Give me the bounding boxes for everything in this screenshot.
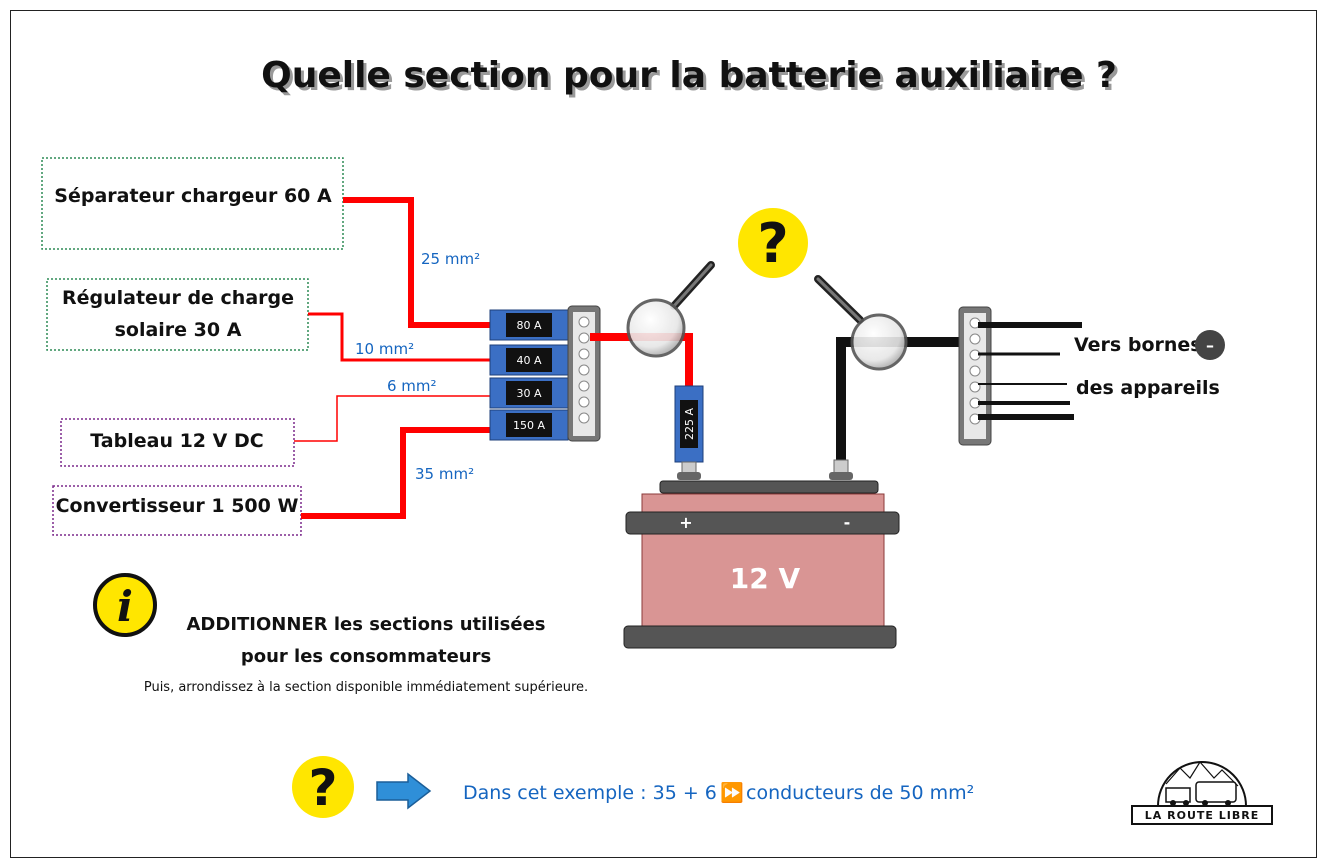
- fuse-30: 30 A: [489, 377, 569, 409]
- solar-regulator-box: [46, 278, 309, 351]
- fuse-150-label: 150 A: [513, 419, 545, 432]
- solar-regulator-label-line2: solaire 30 A: [115, 319, 242, 341]
- wire-converter: [301, 427, 490, 519]
- converter-label: Convertisseur 1 500 W: [56, 495, 299, 517]
- negative-busbar: [958, 306, 992, 446]
- battery-voltage: 12 V: [730, 562, 801, 595]
- separator-charger-box: [41, 157, 344, 250]
- minus-badge-symbol: –: [1206, 336, 1214, 355]
- fuse-80: 80 A: [489, 309, 569, 341]
- wire-main-negative: [836, 337, 980, 462]
- negative-text-line2: des appareils: [1076, 377, 1220, 399]
- question-mark-icon: ?: [738, 208, 808, 278]
- main-fuse-label: 225 A: [683, 408, 696, 440]
- question-mark-glyph: ?: [757, 212, 788, 275]
- info-icon: i: [93, 573, 157, 637]
- fuse-30-label: 30 A: [516, 387, 541, 400]
- fuse-80-label: 80 A: [516, 319, 541, 332]
- wire-main-positive: [590, 333, 693, 388]
- solar-regulator-label-line1: Régulateur de charge: [62, 287, 294, 309]
- bottom-question-mark-glyph: ?: [308, 759, 337, 817]
- wire-solar: [308, 312, 490, 362]
- separator-charger-label: Séparateur chargeur 60 A: [54, 185, 332, 207]
- example-prefix: Dans cet exemple : 35 + 6: [463, 782, 717, 804]
- note-line2: pour les consommateurs: [241, 646, 491, 667]
- note-line3: Puis, arrondissez à la section disponibl…: [144, 680, 588, 695]
- page-title-shadow: Quelle section pour la batterie auxiliai…: [264, 58, 1120, 99]
- magnifier-right-icon: [814, 275, 908, 371]
- section-label-10: 10 mm²: [355, 340, 414, 358]
- fuse-40: 40 A: [489, 344, 569, 376]
- section-label-35: 35 mm²: [415, 465, 474, 483]
- main-fuse: 225 A: [674, 385, 704, 463]
- battery-minus: -: [844, 513, 851, 532]
- fuse-40-label: 40 A: [516, 354, 541, 367]
- section-label-25: 25 mm²: [421, 250, 480, 268]
- diagram-frame: [10, 10, 1317, 858]
- battery: + - 12 V: [623, 480, 900, 649]
- right-arrow-icon: [376, 772, 432, 810]
- section-label-6: 6 mm²: [387, 377, 437, 395]
- negative-terminal-base: [829, 472, 853, 480]
- dc-panel-box: [60, 418, 295, 467]
- note-line1: ADDITIONNER les sections utilisées: [187, 614, 546, 635]
- wire-separator: [343, 197, 490, 328]
- dc-panel-label: Tableau 12 V DC: [90, 430, 263, 452]
- battery-plus: +: [679, 513, 692, 532]
- negative-text-line1: Vers bornes: [1074, 334, 1202, 356]
- positive-busbar: [567, 305, 601, 442]
- fuse-150: 150 A: [489, 409, 569, 441]
- example-arrow: ⏩: [720, 781, 744, 804]
- brand-logo-text: LA ROUTE LIBRE: [1145, 809, 1259, 822]
- minus-badge: [1195, 330, 1225, 360]
- negative-terminal-post: [833, 459, 849, 475]
- wire-dc-panel: [294, 395, 490, 442]
- example-suffix: conducteurs de 50 mm²: [746, 782, 974, 804]
- magnifier-left-icon: [626, 261, 715, 358]
- positive-terminal-base: [677, 472, 701, 480]
- converter-box: [52, 485, 302, 536]
- brand-logo: LA ROUTE LIBRE: [1131, 760, 1273, 825]
- bottom-question-mark-icon: ?: [292, 756, 354, 818]
- page-title: Quelle section pour la batterie auxiliai…: [261, 55, 1117, 96]
- info-icon-glyph: i: [117, 582, 133, 631]
